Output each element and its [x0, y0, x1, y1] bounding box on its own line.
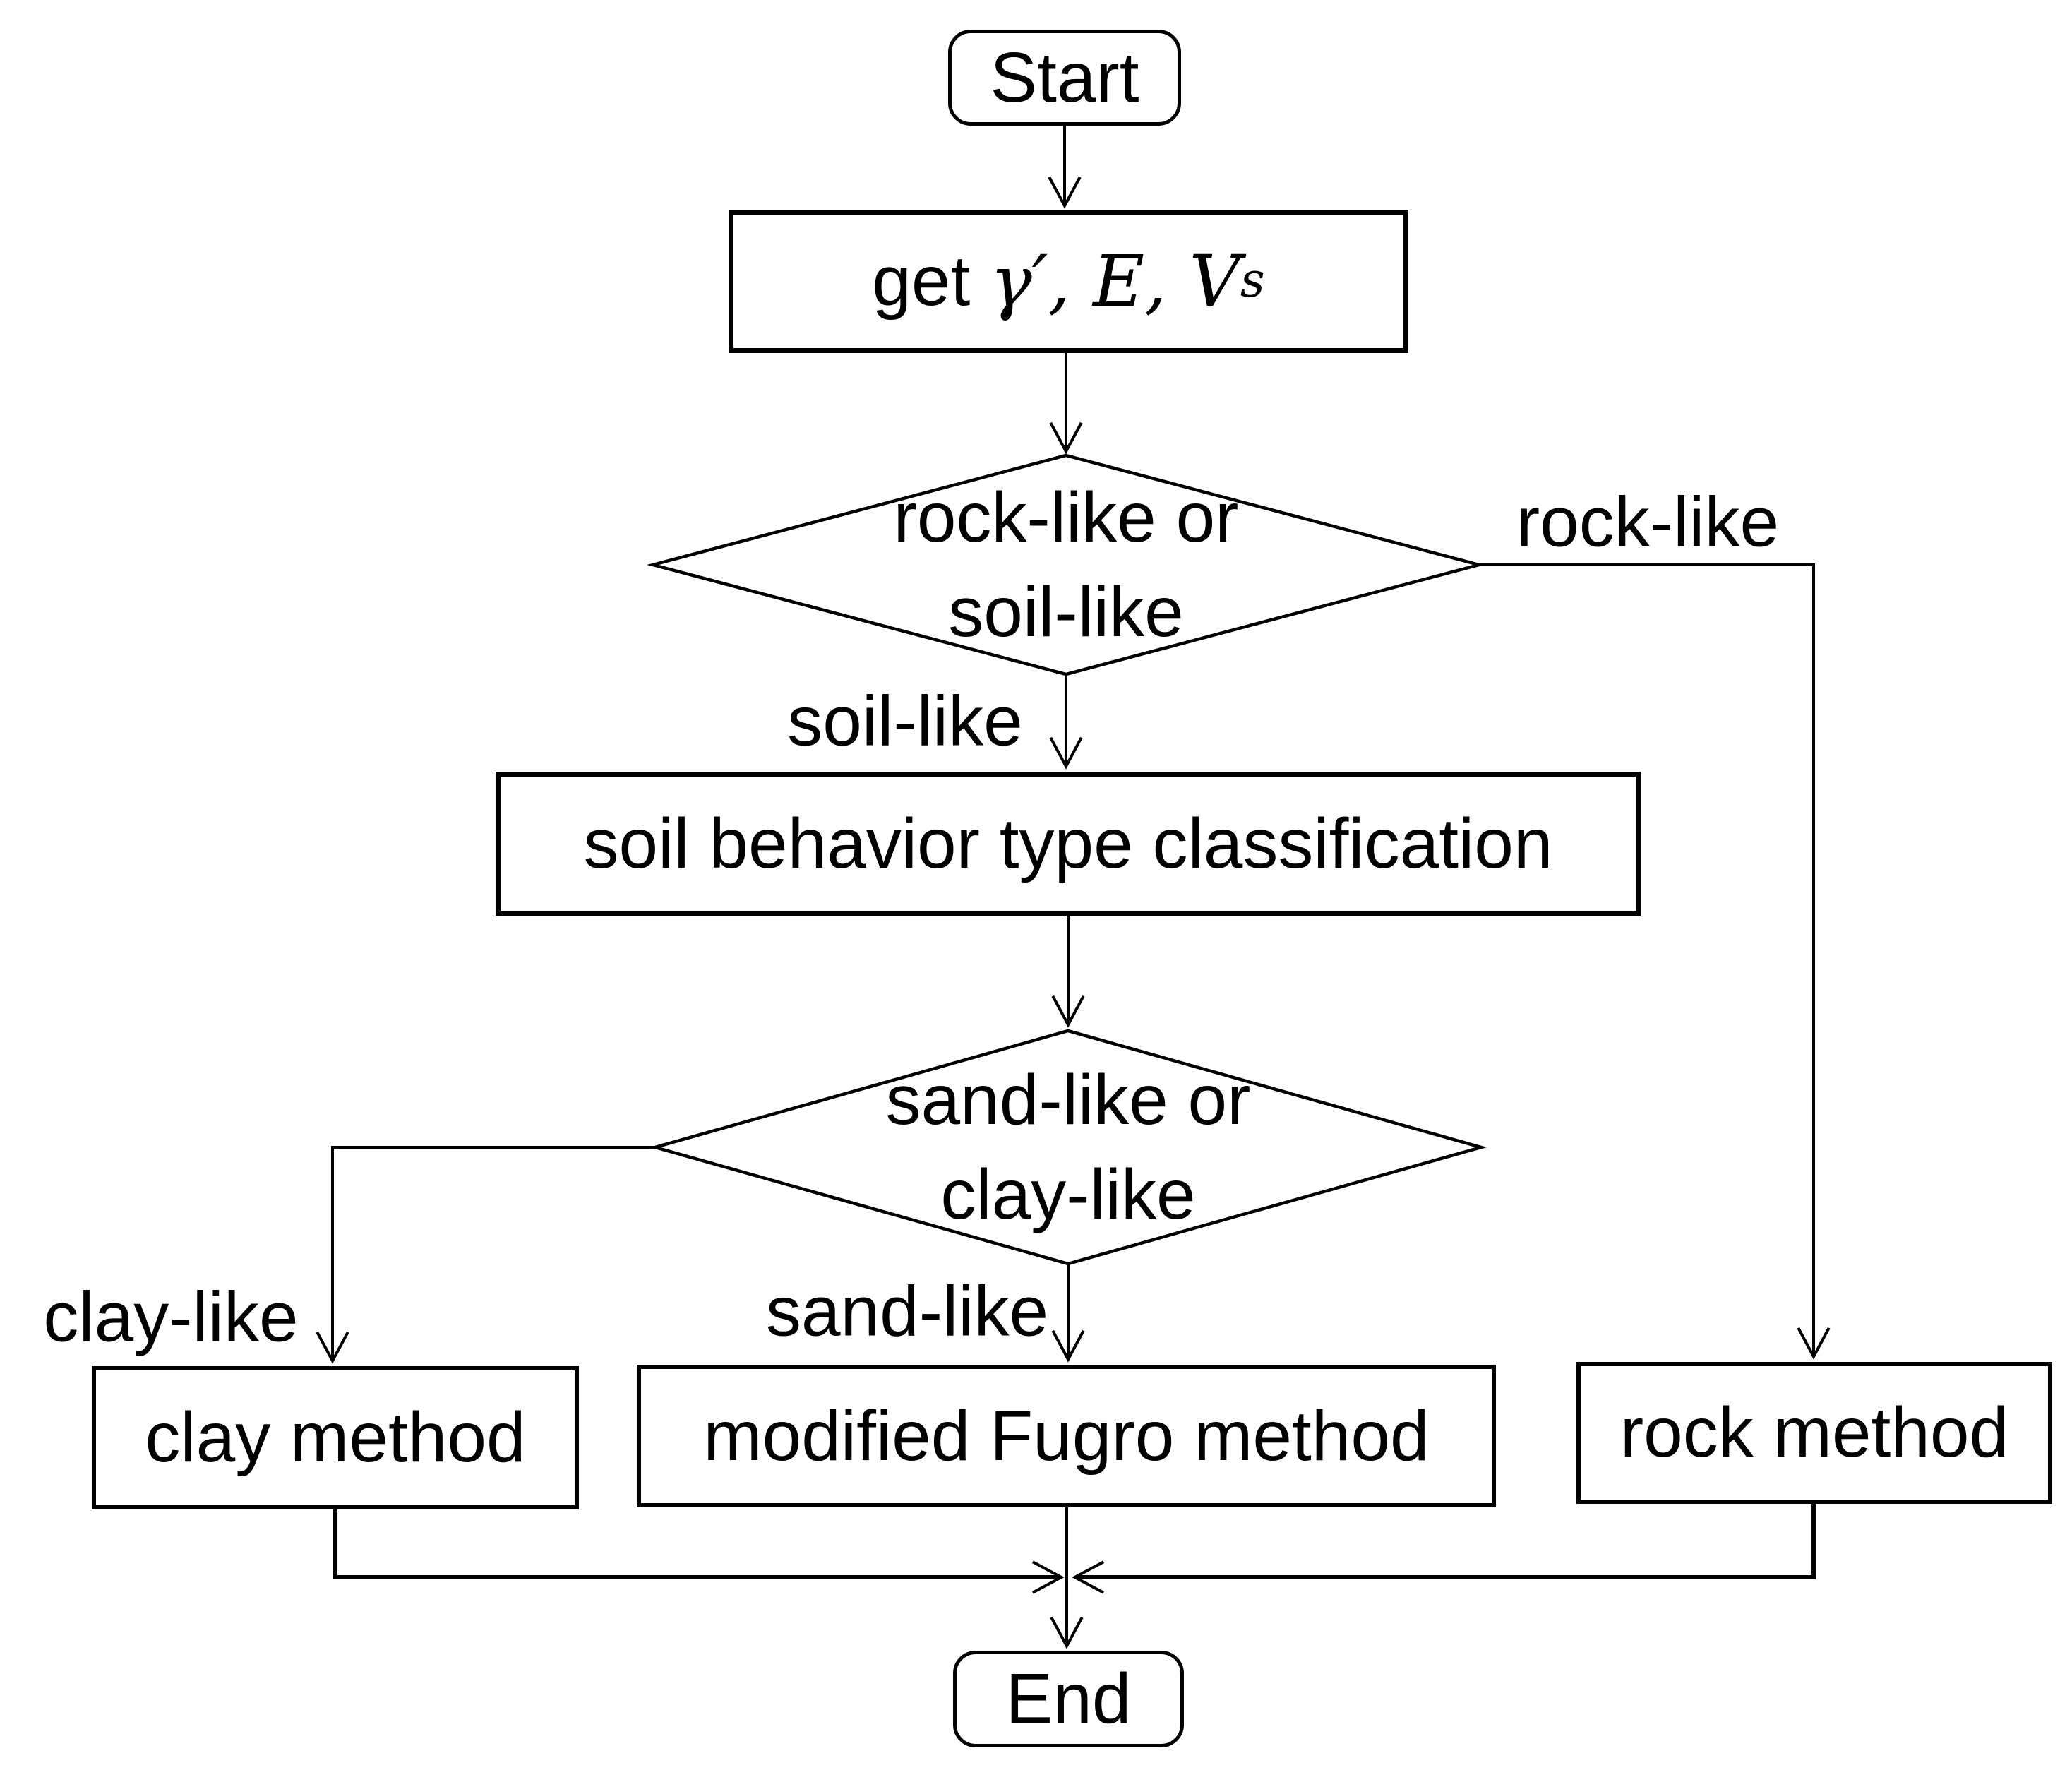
- decision1-line2: soil-like: [948, 573, 1184, 652]
- process-rock-method: rock method: [1576, 1362, 2052, 1504]
- get-prefix: get: [872, 241, 990, 321]
- symbol-velocity-V: V: [1189, 240, 1240, 323]
- branch-label-sand-like: sand-like: [765, 1272, 1049, 1351]
- edge-decision1-to-rock: [1479, 563, 1831, 1360]
- decision-sand-or-clay-text: sand-like or clay-like: [886, 1053, 1251, 1242]
- end-label: End: [1005, 1659, 1132, 1738]
- process-soil-behavior-classification: soil behavior type classification: [496, 772, 1641, 916]
- decision-rock-or-soil-diamond: [647, 453, 1485, 676]
- symbol-velocity-subscript: s: [1240, 253, 1265, 309]
- clay-method-label: clay method: [145, 1398, 526, 1477]
- symbol-modulus-E: E,: [1093, 240, 1190, 323]
- branch-label-clay-like: clay-like: [43, 1277, 299, 1357]
- decision2-line2: clay-like: [940, 1155, 1196, 1234]
- decision-sand-or-clay-diamond: [649, 1029, 1487, 1266]
- soil-classification-label: soil behavior type classification: [583, 803, 1553, 883]
- branch-label-soil-like: soil-like: [787, 681, 1023, 761]
- end-node: End: [953, 1651, 1184, 1747]
- symbol-gamma-prime: γ′,: [990, 240, 1094, 323]
- decision-rock-or-soil-text: rock-like or soil-like: [894, 470, 1239, 659]
- fugro-method-label: modified Fugro method: [703, 1396, 1430, 1476]
- process-clay-method: clay method: [92, 1366, 579, 1509]
- edge-decision2-to-clay: [316, 1146, 655, 1364]
- branch-label-rock-like: rock-like: [1516, 482, 1780, 562]
- start-label: Start: [990, 37, 1139, 117]
- decision1-line1: rock-like or: [893, 478, 1239, 557]
- decision2-line1: sand-like or: [885, 1060, 1251, 1140]
- edge-rock-to-merge: [1072, 1504, 1816, 1594]
- rock-method-label: rock method: [1619, 1393, 2009, 1472]
- process-modified-fugro-method: modified Fugro method: [637, 1365, 1496, 1507]
- start-node: Start: [948, 30, 1181, 126]
- edge-clay-to-merge: [333, 1509, 1065, 1594]
